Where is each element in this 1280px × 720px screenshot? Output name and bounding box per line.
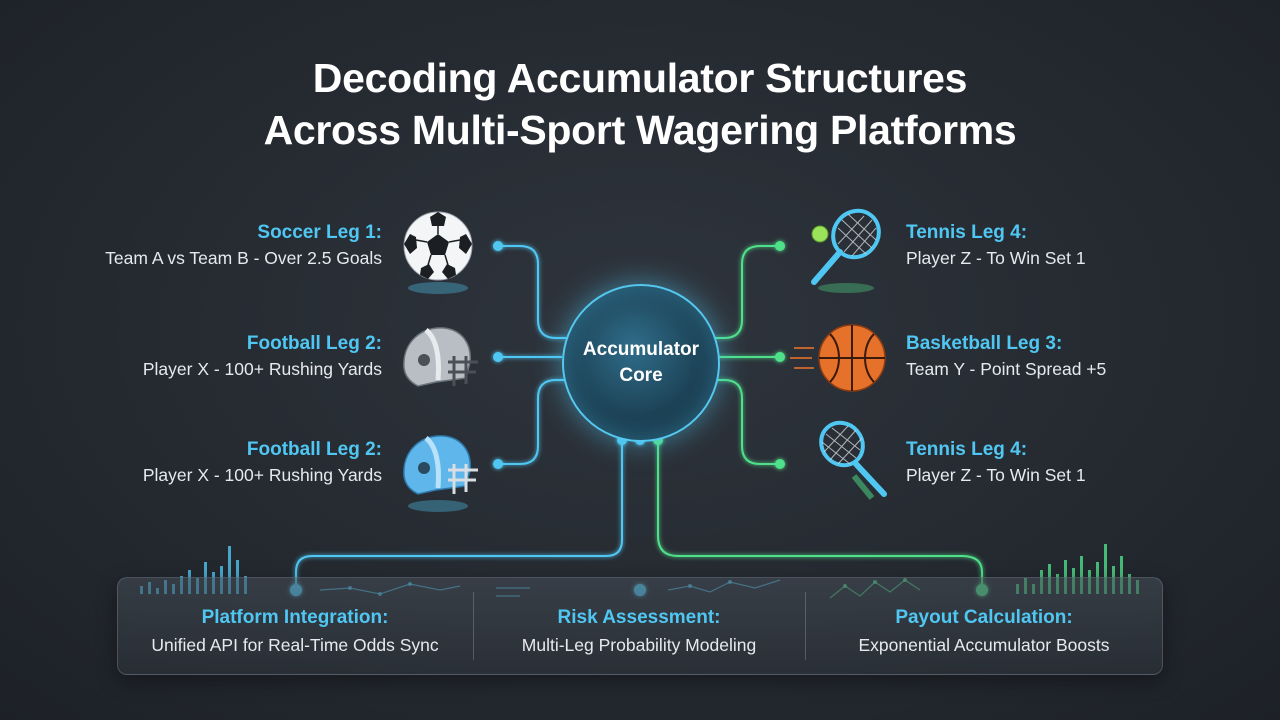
leg-tennis-4a: Tennis Leg 4: Player Z - To Win Set 1 — [906, 221, 1280, 270]
leg-detail: Player X - 100+ Rushing Yards — [142, 359, 382, 379]
leg-soccer-1: Soccer Leg 1: Team A vs Team B - Over 2.… — [0, 221, 382, 270]
node-tennis-2 — [775, 459, 785, 469]
football-helmet-icon — [396, 316, 480, 400]
leg-detail: Player Z - To Win Set 1 — [906, 465, 1086, 485]
info-panel: Platform Integration: Unified API for Re… — [117, 577, 1163, 675]
node-football-2 — [493, 459, 503, 469]
section-detail: Multi-Leg Probability Modeling — [521, 635, 757, 655]
wire-platform — [295, 440, 623, 590]
leg-football-2b: Football Leg 2: Player X - 100+ Rushing … — [0, 438, 382, 487]
football-helmet-icon — [396, 424, 480, 512]
panel-divider — [805, 592, 806, 660]
page-title: Decoding Accumulator Structures Across M… — [0, 52, 1280, 156]
wire-soccer — [498, 245, 568, 339]
leg-detail: Player X - 100+ Rushing Yards — [142, 465, 382, 485]
tennis-racket-icon — [802, 204, 886, 293]
leg-title: Soccer Leg 1: — [257, 222, 382, 243]
leg-football-2a: Football Leg 2: Player X - 100+ Rushing … — [0, 332, 382, 381]
section-title: Platform Integration: — [201, 607, 389, 628]
wire-tennis-1 — [712, 245, 780, 339]
node-basketball — [775, 352, 785, 362]
leg-detail: Team A vs Team B - Over 2.5 Goals — [105, 248, 382, 268]
leg-title: Football Leg 2: — [246, 333, 382, 354]
wire-payout — [657, 440, 983, 590]
node-tennis-1 — [775, 241, 785, 251]
section-detail: Exponential Accumulator Boosts — [858, 635, 1110, 655]
tennis-racket-icon — [806, 420, 890, 504]
leg-basketball-3: Basketball Leg 3: Team Y - Point Spread … — [906, 332, 1280, 381]
wire-tennis-2 — [712, 379, 780, 465]
section-title: Payout Calculation: — [895, 607, 1073, 628]
panel-section-risk: Risk Assessment: Multi-Leg Probability M… — [474, 578, 804, 674]
panel-section-platform: Platform Integration: Unified API for Re… — [118, 578, 472, 674]
leg-title: Tennis Leg 4: — [906, 439, 1028, 460]
core-label: Accumulator Core — [582, 339, 700, 386]
node-soccer — [493, 241, 503, 251]
node-football-1 — [493, 352, 503, 362]
basketball-icon — [790, 316, 892, 400]
title-line-1: Decoding Accumulator Structures — [312, 55, 968, 101]
leg-detail: Team Y - Point Spread +5 — [906, 359, 1107, 379]
accumulator-core: Accumulator Core — [562, 284, 720, 442]
leg-title: Basketball Leg 3: — [906, 333, 1063, 354]
panel-section-payout: Payout Calculation: Exponential Accumula… — [806, 578, 1162, 674]
title-line-2: Across Multi-Sport Wagering Platforms — [263, 107, 1017, 153]
leg-title: Football Leg 2: — [246, 439, 382, 460]
section-detail: Unified API for Real-Time Odds Sync — [151, 635, 439, 655]
leg-title: Tennis Leg 4: — [906, 222, 1028, 243]
panel-divider — [473, 592, 474, 660]
section-title: Risk Assessment: — [557, 607, 721, 628]
leg-detail: Player Z - To Win Set 1 — [906, 248, 1086, 268]
soccer-ball-icon — [396, 204, 480, 294]
leg-tennis-4b: Tennis Leg 4: Player Z - To Win Set 1 — [906, 438, 1280, 487]
wire-football-2 — [498, 379, 568, 465]
